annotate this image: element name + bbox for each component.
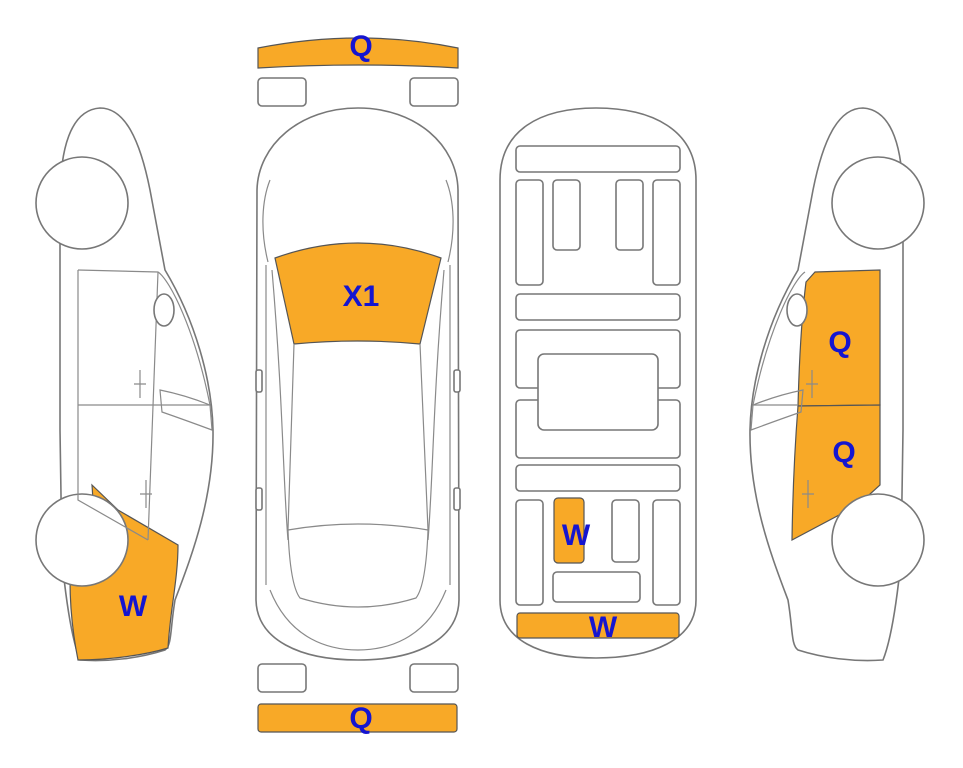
door-handle-right bbox=[453, 487, 461, 511]
right-mirror-outline bbox=[750, 389, 804, 431]
underbody-rear-right-slot bbox=[611, 499, 640, 563]
underbody-rear-bar-upper bbox=[515, 464, 681, 492]
top-view-body bbox=[255, 107, 460, 661]
right-side-view: Q Q bbox=[749, 107, 925, 662]
right-rear-wheel bbox=[831, 493, 925, 587]
front-right-headlight bbox=[409, 77, 459, 107]
underbody-rear-left-rail bbox=[515, 499, 544, 606]
rear-right-taillight bbox=[409, 663, 459, 693]
left-mirror-outline bbox=[159, 389, 213, 431]
underbody-mid-bar bbox=[515, 293, 681, 321]
front-bumper-group: Q bbox=[257, 30, 459, 107]
roof-outline bbox=[287, 343, 429, 531]
right-rear-door-label: Q bbox=[832, 436, 855, 469]
underbody-front-left-slot bbox=[552, 179, 581, 251]
trunk-line bbox=[269, 589, 447, 651]
front-bumper-label: Q bbox=[349, 30, 372, 63]
rear-window bbox=[287, 529, 429, 608]
right-window-top bbox=[752, 271, 806, 406]
left-window-top bbox=[77, 269, 211, 406]
right-front-handle bbox=[806, 370, 818, 398]
right-front-wheel bbox=[831, 156, 925, 250]
left-front-wheel bbox=[35, 156, 129, 250]
side-line-right-inner bbox=[427, 269, 445, 541]
underbody-rear-center-label: W bbox=[562, 519, 591, 552]
rear-bumper-label: Q bbox=[349, 702, 372, 735]
left-rear-quarter-label: W bbox=[119, 590, 148, 623]
underbody-rear-right-rail bbox=[652, 499, 681, 606]
underbody-rear-center-damage[interactable] bbox=[553, 497, 585, 564]
underbody-front-right-rail bbox=[652, 179, 681, 286]
hood-line-right bbox=[445, 179, 454, 263]
windshield-damage[interactable] bbox=[274, 242, 442, 345]
underbody-rear-bar-damage[interactable] bbox=[516, 612, 680, 639]
left-rear-wheel bbox=[35, 493, 129, 587]
underbody-view: W W bbox=[499, 107, 697, 659]
hood-line-left bbox=[262, 179, 271, 263]
left-door-edge bbox=[77, 270, 149, 541]
mirror-right bbox=[453, 369, 461, 393]
front-bumper-damage[interactable] bbox=[257, 37, 459, 69]
top-view: X1 bbox=[255, 107, 461, 661]
rear-left-taillight bbox=[257, 663, 307, 693]
windshield-label: X1 bbox=[343, 280, 380, 313]
underbody-rear-tank bbox=[552, 571, 641, 603]
rear-bumper-group: Q bbox=[257, 663, 459, 735]
side-line-left-inner bbox=[271, 269, 289, 541]
rear-bumper-damage[interactable] bbox=[257, 703, 458, 733]
left-front-handle bbox=[134, 370, 146, 398]
door-handle-left bbox=[255, 487, 263, 511]
right-front-door-label: Q bbox=[828, 326, 851, 359]
left-rear-handle bbox=[140, 480, 152, 508]
underbody-rear-bar-label: W bbox=[589, 611, 618, 644]
underbody-front-left-rail bbox=[515, 179, 544, 286]
left-mirror bbox=[153, 293, 175, 327]
underbody-center-plate bbox=[537, 353, 659, 431]
front-left-headlight bbox=[257, 77, 307, 107]
mirror-left bbox=[255, 369, 263, 393]
right-rear-handle bbox=[802, 480, 814, 508]
left-side-view: W bbox=[35, 107, 214, 662]
underbody-front-bar bbox=[515, 145, 681, 173]
underbody-front-right-slot bbox=[615, 179, 644, 251]
right-mirror bbox=[786, 293, 808, 327]
